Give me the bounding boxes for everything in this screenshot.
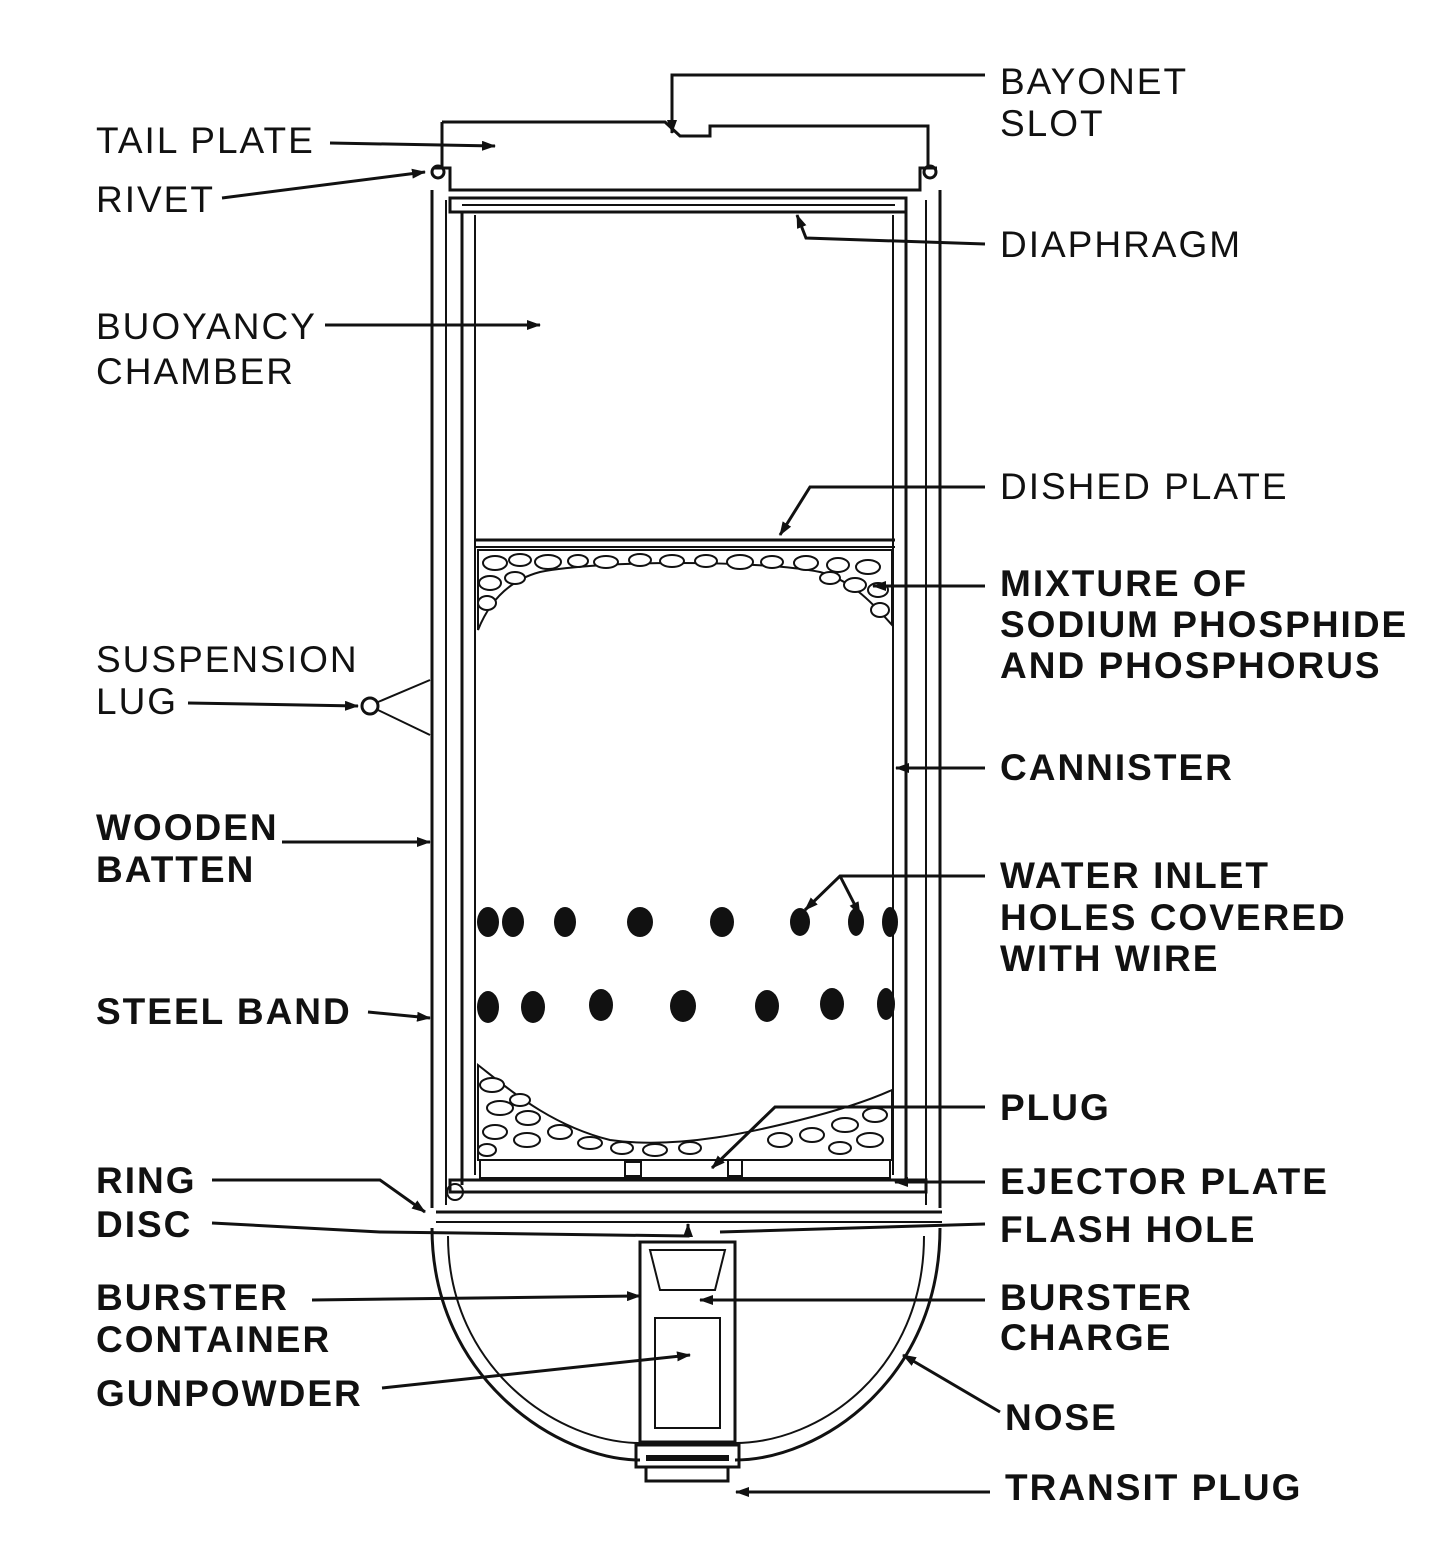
label-water-inlet-line3: WITH WIRE [1000, 938, 1219, 979]
canister-body [360, 120, 942, 1483]
nose-right [734, 1227, 942, 1462]
water-inlet-holes [477, 907, 898, 1023]
label-burster-charge-line2: CHARGE [1000, 1317, 1172, 1358]
label-steel-band: STEEL BAND [96, 991, 352, 1032]
label-mixture-line1: MIXTURE OF [1000, 563, 1248, 604]
leader-lines [187, 73, 1001, 1497]
labels: BAYONET SLOT TAIL PLATE RIVET DIAPHRAGM … [96, 61, 1408, 1508]
label-suspension-lug-line1: SUSPENSION [96, 639, 359, 680]
label-mixture-line3: AND PHOSPHORUS [1000, 645, 1382, 686]
label-burster-container-line2: CONTAINER [96, 1319, 331, 1360]
ejector-plate [448, 1178, 928, 1194]
label-nose: NOSE [1005, 1397, 1118, 1438]
label-buoyancy-chamber-line2: CHAMBER [96, 351, 295, 392]
label-gunpowder: GUNPOWDER [96, 1373, 363, 1414]
ring [446, 1183, 464, 1201]
label-buoyancy-chamber-line1: BUOYANCY [96, 306, 317, 347]
label-rivet: RIVET [96, 179, 215, 220]
gunpowder-fill [654, 1317, 721, 1429]
label-water-inlet-line2: HOLES COVERED [1000, 897, 1347, 938]
label-bayonet-slot-line2: SLOT [1000, 103, 1105, 144]
label-wooden-batten-line1: WOODEN [96, 807, 279, 848]
tail-plate-flange [433, 166, 937, 192]
label-tail-plate: TAIL PLATE [96, 120, 315, 161]
label-flash-hole: FLASH HOLE [1000, 1209, 1256, 1250]
rivet-right [922, 164, 938, 180]
mixture-upper [477, 549, 893, 631]
label-wooden-batten-line2: BATTEN [96, 849, 255, 890]
label-burster-charge-line1: BURSTER [1000, 1277, 1193, 1318]
burster-container [638, 1240, 737, 1444]
label-cannister: CANNISTER [1000, 747, 1234, 788]
diaphragm-plate [448, 196, 908, 214]
plug [624, 1161, 642, 1177]
label-transit-plug: TRANSIT PLUG [1005, 1467, 1302, 1508]
label-ring: RING [96, 1160, 197, 1201]
burster-charge [648, 1249, 727, 1291]
label-suspension-lug-line2: LUG [96, 681, 178, 722]
label-water-inlet-line1: WATER INLET [1000, 855, 1270, 896]
label-diaphragm: DIAPHRAGM [1000, 224, 1242, 265]
nose-left [430, 1227, 641, 1462]
mixture-lower [477, 1062, 893, 1161]
tail-plate-outline [442, 120, 930, 168]
rivet-left [430, 164, 446, 180]
label-dished-plate: DISHED PLATE [1000, 466, 1289, 507]
suspension-lug [360, 696, 380, 716]
label-bayonet-slot-line1: BAYONET [1000, 61, 1188, 102]
label-disc: DISC [96, 1204, 192, 1245]
label-ejector-plate: EJECTOR PLATE [1000, 1161, 1329, 1202]
label-mixture-line2: SODIUM PHOSPHIDE [1000, 604, 1408, 645]
plug-layer [479, 1159, 891, 1179]
label-plug: PLUG [1000, 1087, 1111, 1128]
label-burster-container-line1: BURSTER [96, 1277, 289, 1318]
